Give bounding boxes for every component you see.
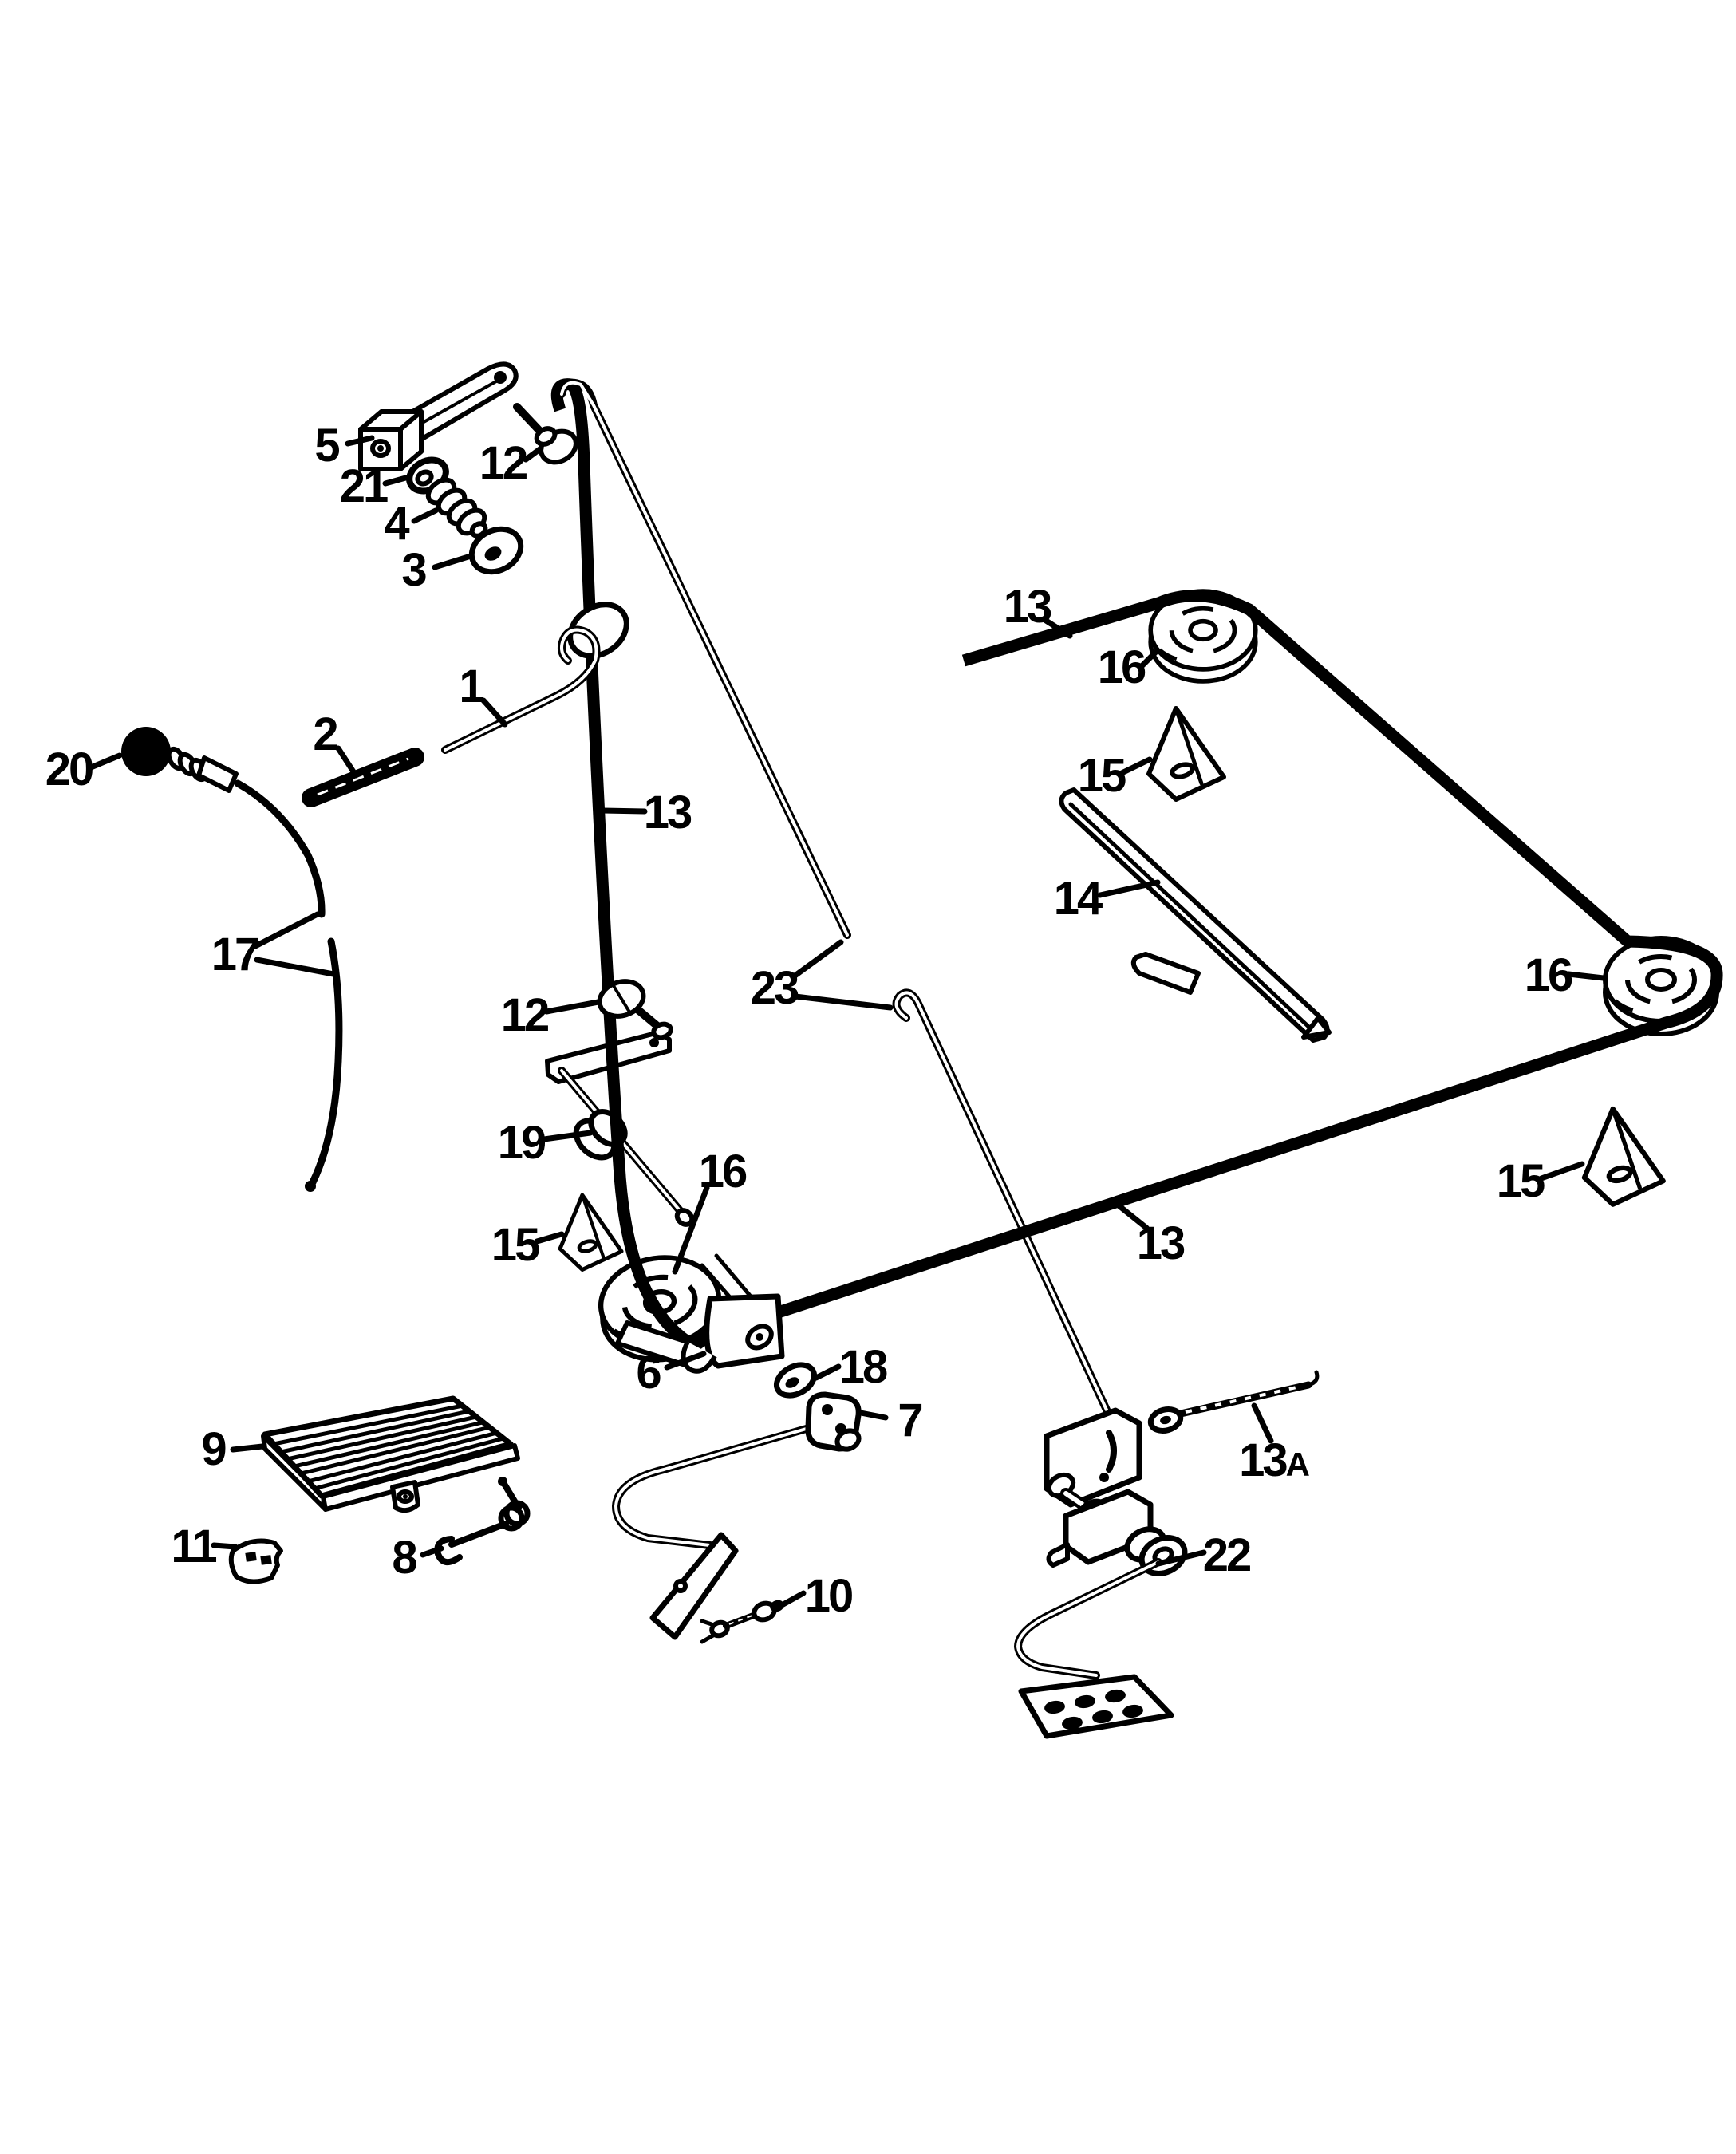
callout-14: 14: [1054, 873, 1103, 925]
bolt-12-top: [513, 403, 578, 465]
callout-23: 23: [751, 962, 799, 1014]
callout-13-bottom: 13: [1137, 1217, 1185, 1269]
bracket-15-left: [560, 1195, 621, 1269]
cable-17: [234, 779, 343, 1192]
callout-1: 1: [459, 661, 483, 712]
callout-13a: 13A: [1239, 1434, 1310, 1486]
callout-12-top: 12: [479, 437, 527, 489]
rod-23-lower-segment: [892, 988, 1115, 1422]
channel-14: [1059, 787, 1332, 1043]
callout-4: 4: [384, 498, 409, 550]
knob-20: [121, 727, 239, 793]
callout-16-middle: 16: [699, 1146, 747, 1197]
callout-3: 3: [401, 544, 426, 596]
washer-3: [468, 526, 524, 575]
cable-13a: [1147, 1370, 1320, 1434]
callout-12-middle: 12: [501, 989, 548, 1041]
pivot-plates-22: [1044, 1407, 1188, 1576]
callout-15-top-right: 15: [1078, 750, 1126, 802]
callout-11: 11: [171, 1521, 216, 1572]
callout-17: 17: [211, 929, 258, 980]
callout-21: 21: [340, 460, 388, 512]
callout-18: 18: [839, 1341, 887, 1393]
pedal-pad-9: [261, 1395, 520, 1513]
grommet: [567, 602, 629, 659]
callout-16-top: 16: [1098, 641, 1146, 693]
accelerator-cable-13: [550, 378, 1723, 1348]
bell-crank-7: [612, 1391, 862, 1640]
bracket-15-right: [1584, 1109, 1663, 1205]
callout-15-left: 15: [491, 1219, 539, 1271]
callout-10: 10: [805, 1570, 852, 1622]
callout-7: 7: [898, 1395, 921, 1446]
bolt-10: [700, 1600, 784, 1644]
callout-20: 20: [45, 744, 93, 795]
callout-22: 22: [1203, 1529, 1250, 1581]
callout-13-left: 13: [644, 787, 692, 838]
washer-18: [774, 1362, 817, 1399]
spring-4: [425, 477, 488, 538]
callout-5: 5: [314, 420, 339, 471]
clamp-12-middle: [597, 979, 673, 1040]
callout-9: 9: [201, 1423, 226, 1475]
callout-15-right: 15: [1497, 1155, 1545, 1207]
bracket-6: [615, 1253, 785, 1374]
callout-6: 6: [636, 1347, 661, 1399]
rod-1: [441, 625, 601, 754]
callout-13-top-right: 13: [1004, 581, 1051, 633]
pedal-arm-22: [1014, 1558, 1174, 1739]
clip-11: [228, 1538, 283, 1584]
callout-19: 19: [498, 1117, 546, 1169]
callout-16-right: 16: [1525, 949, 1572, 1001]
rod-23-upper-segment: [558, 378, 851, 939]
callout-8: 8: [392, 1532, 416, 1584]
callout-leader-lines: [88, 435, 1607, 1612]
lever-arm-5: [358, 361, 519, 471]
threaded-rod-2: [302, 748, 424, 807]
bracket-15-top-right: [1149, 708, 1224, 799]
spring-8: [434, 1477, 531, 1565]
callout-2: 2: [313, 708, 337, 760]
